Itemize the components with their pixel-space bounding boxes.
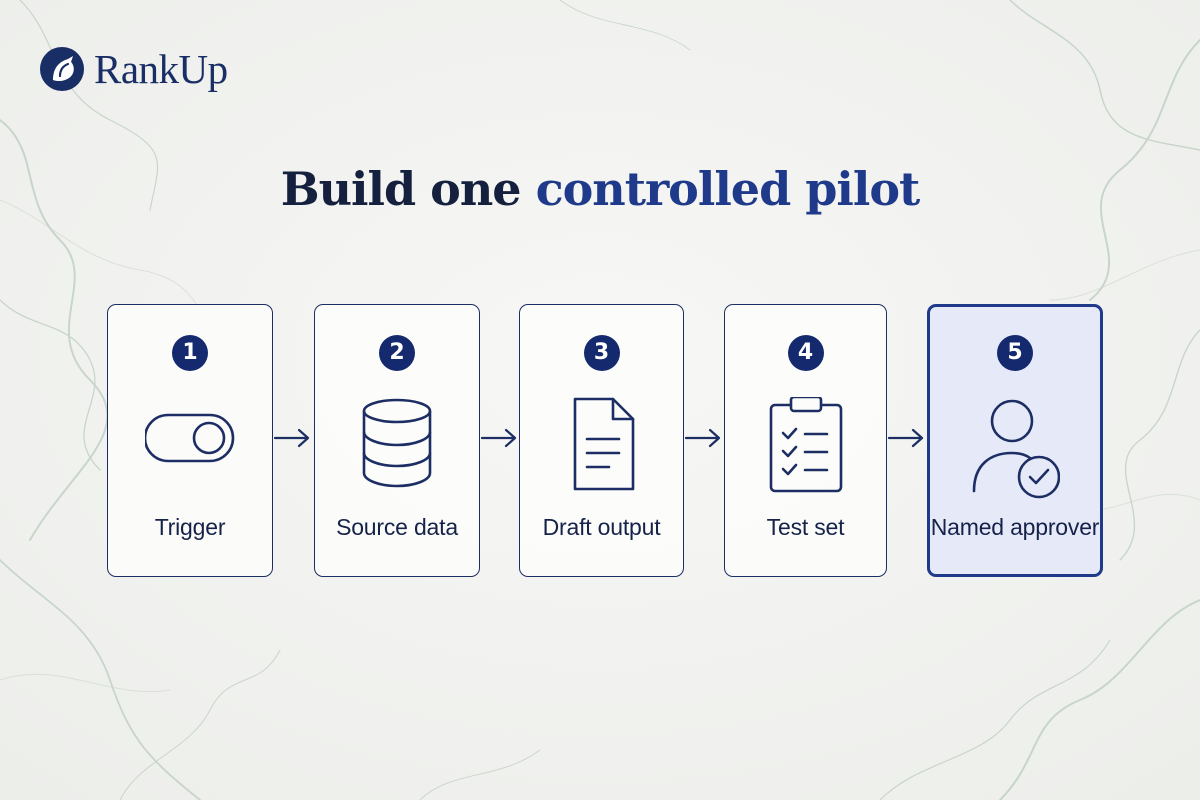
arrow-right-icon bbox=[887, 428, 924, 448]
step-label: Named approver bbox=[930, 514, 1100, 540]
step-label: Trigger bbox=[154, 514, 226, 540]
arrow-right-icon bbox=[684, 428, 721, 448]
rankup-logo-icon bbox=[40, 47, 84, 91]
brand-name: RankUp bbox=[94, 45, 228, 92]
title-part-accent: controlled pilot bbox=[535, 162, 921, 216]
document-icon bbox=[573, 397, 634, 491]
arrow-right-icon bbox=[480, 428, 517, 448]
step-number-badge: 4 bbox=[787, 335, 824, 371]
step-card-source-data: 2 Source data bbox=[314, 304, 480, 577]
database-icon bbox=[362, 398, 432, 488]
step-card-draft-output: 3 Draft output bbox=[519, 304, 684, 577]
step-label: Source data bbox=[336, 514, 458, 540]
step-number-badge: 2 bbox=[379, 335, 415, 371]
step-label: Draft output bbox=[542, 514, 661, 540]
step-card-named-approver: 5 Named approver bbox=[927, 304, 1103, 577]
arrow-right-icon bbox=[273, 428, 310, 448]
step-number-badge: 1 bbox=[172, 335, 208, 371]
page-title: Build one controlled pilot bbox=[0, 162, 1200, 217]
clipboard-checklist-icon bbox=[769, 397, 842, 493]
brand-logo[interactable]: RankUp bbox=[38, 40, 228, 98]
step-number-badge: 5 bbox=[997, 335, 1033, 371]
title-part-dark: Build one bbox=[280, 162, 522, 216]
step-label: Test set bbox=[766, 514, 845, 540]
step-number-badge: 3 bbox=[583, 335, 620, 371]
step-card-trigger: 1 Trigger bbox=[107, 304, 273, 577]
user-check-icon bbox=[972, 399, 1060, 499]
toggle-switch-icon bbox=[145, 413, 235, 463]
step-card-test-set: 4 Test set bbox=[724, 304, 887, 577]
